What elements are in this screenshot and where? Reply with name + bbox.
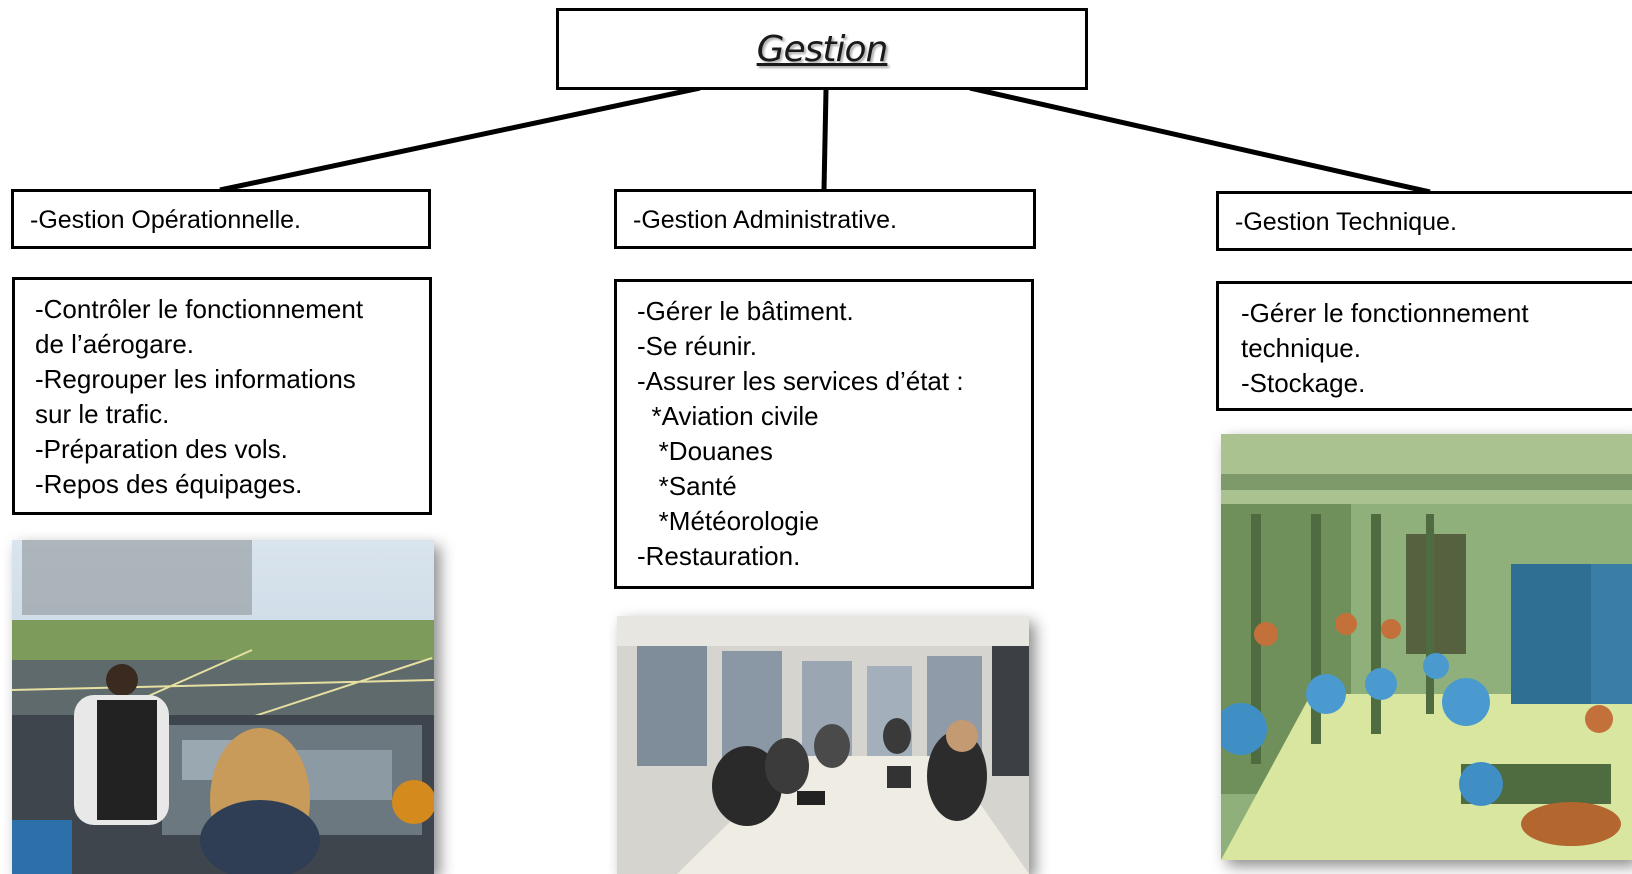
detail-line: *Aviation civile	[637, 401, 819, 431]
pump-room-photo	[1221, 434, 1632, 860]
detail-line: sur le trafic.	[35, 399, 170, 429]
detail-line: -Stockage.	[1241, 368, 1366, 398]
meeting-room-illustration	[617, 616, 1029, 874]
detail-line: -Gérer le bâtiment.	[637, 296, 854, 326]
pump-room-illustration	[1221, 434, 1632, 860]
branch-title-technique: -Gestion Technique.	[1216, 191, 1632, 251]
control-tower-photo	[12, 540, 434, 874]
connector-administrative	[821, 89, 829, 191]
detail-line: -Repos des équipages.	[35, 469, 303, 499]
detail-line: technique.	[1241, 333, 1361, 363]
root-node: Gestion	[556, 8, 1088, 90]
detail-line: -Contrôler le fonctionnement	[35, 294, 364, 324]
branch-title-administrative: -Gestion Administrative.	[614, 189, 1036, 249]
detail-line: de l’aérogare.	[35, 329, 194, 359]
control-tower-illustration	[12, 540, 434, 874]
detail-line: -Préparation des vols.	[35, 434, 288, 464]
branch-details-operationnelle: -Contrôler le fonctionnement de l’aéroga…	[12, 277, 432, 515]
detail-line: *Météorologie	[637, 506, 820, 536]
detail-line: *Douanes	[637, 436, 773, 466]
connector-technique	[969, 85, 1431, 195]
branch-title-operationnelle: -Gestion Opérationnelle.	[11, 189, 431, 249]
branch-details-administrative: -Gérer le bâtiment. -Se réunir. -Assurer…	[614, 279, 1034, 589]
detail-line: *Santé	[637, 471, 737, 501]
detail-line: -Restauration.	[637, 541, 801, 571]
detail-line: -Se réunir.	[637, 331, 757, 361]
root-title: Gestion	[756, 28, 889, 70]
detail-line: -Assurer les services d’état :	[637, 366, 964, 396]
meeting-room-photo	[617, 616, 1029, 874]
detail-line: -Gérer le fonctionnement	[1241, 298, 1529, 328]
connector-operationnelle	[219, 85, 701, 193]
detail-line: -Regrouper les informations	[35, 364, 356, 394]
branch-details-technique: -Gérer le fonctionnement technique. -Sto…	[1216, 281, 1632, 411]
